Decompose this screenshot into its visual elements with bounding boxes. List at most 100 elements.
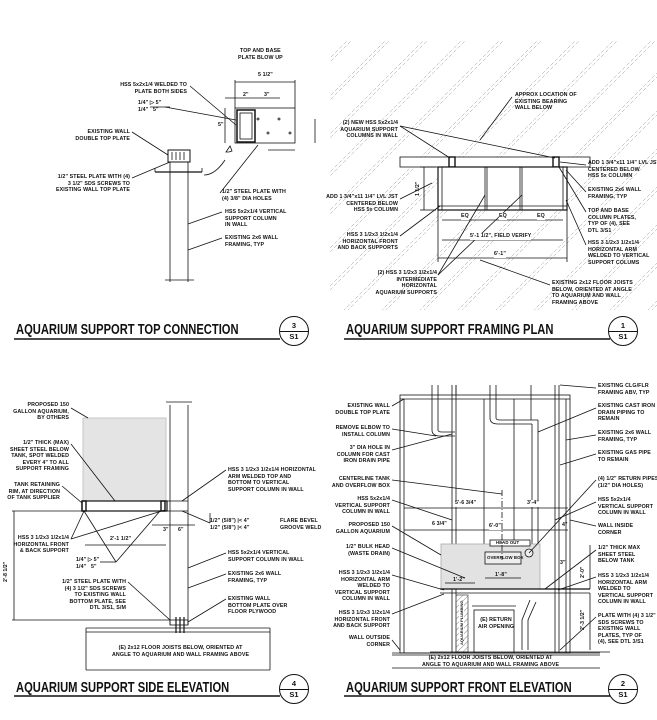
title-side-elevation: AQUARIUM SUPPORT SIDE ELEVATION [16,679,230,696]
blowup-title: TOP AND BASE PLATE BLOW UP [238,48,283,61]
dim-stand-height: 2'-3 1/2" [580,609,586,630]
detail-number: 2 [620,679,626,688]
label-clg-framing: EXISTING CLG/FLR FRAMING ABV, TYP [598,383,650,396]
joist-line [30,20,330,320]
label-remove-elbow: REMOVE ELBOW TO INSTALL COLUMN [335,425,390,438]
head-out: HEAD OUT [496,540,520,545]
joist-line [495,148,657,310]
dim-height: 2'-8 1/2" [3,561,9,582]
joist-line [330,40,349,59]
label-floor-joists: (E) 2x12 FLOOR JOISTS BELOW, ORIENTED AT… [112,645,250,658]
label-bearing-wall: APPROX LOCATION OF EXISTING BEARING WALL… [515,92,577,112]
sheet-number: S1 [618,690,628,699]
label-existing-top-plate: EXISTING WALL DOUBLE TOP PLATE [75,129,130,142]
label-arm-left: HSS 3 1/2x3 1/2x1/4 HORIZONTAL ARM WELDE… [334,570,390,603]
label-hss-vertical: HSS 5x2x1/4 VERTICAL SUPPORT COLUMN IN W… [228,550,304,563]
title-framing-plan: AQUARIUM SUPPORT FRAMING PLAN [346,321,554,338]
joist-line [330,40,539,249]
joist-line [330,40,543,253]
label-intermediate: (2) HSS 3 1/2x3 1/2x1/4 INTERMEDIATE HOR… [375,270,437,296]
label-floor-joists: (E) 2x12 FLOOR JOISTS BELOW, ORIENTED AT… [422,655,560,668]
label-horizontal-arm: HSS 3 1/2x3 1/2x1/4 HORIZONTAL ARM WELDE… [228,467,316,493]
label-front-back: HSS 3 1/2x3 1/2x1/4 HORIZONTAL FRONT AND… [333,610,390,630]
dim-tank-height: 2'-0" [580,566,586,578]
return-air-opening: (E) RETURN AIR OPENING [478,617,515,630]
label-top-plate: EXISTING WALL DOUBLE TOP PLATE [335,403,390,416]
dim-eq-2: EQ [499,213,507,220]
label-arm-right: HSS 3 1/2x3 1/2x1/4 HORIZONTAL ARM WELDE… [598,573,654,606]
label-cast-iron: EXISTING CAST IRON DRAIN PIPING TO REMAI… [598,403,656,423]
sheet-number: S1 [289,690,299,699]
label-existing-framing: EXISTING 2x6 WALL FRAMING, TYP [225,235,279,248]
dim-6-3-4: 6 3/4" [432,521,447,527]
bevel-weld-dims: 1/2" (5/8") |< 4" 1/2" (5/8") |< 4" [210,518,250,531]
label-inside-corner: WALL INSIDE CORNER [598,523,634,536]
joist-line [499,152,657,310]
weld-symbol: 1/4" ▷ 5" 1/4" 5" [138,100,162,113]
dim-6: 6" [178,527,184,533]
dim-width: 6'-0" [489,523,501,530]
label-hss-welded: HSS 5x2x1/4 WELDED TO PLATE BOTH SIDES [120,82,187,95]
label-lvl-right: ADD 1 3/4"x11 1/4" LVL JST CENTERED BELO… [588,160,657,180]
weld-symbol: 1/4" ▷ 5" 1/4" 5" [76,557,100,570]
dim-left: 5'-6 3/4" [455,500,477,507]
joist-line [330,40,353,63]
label-floor-joists: EXISTING 2x12 FLOOR JOISTS BELOW, ORIENT… [552,280,633,306]
label-steel-plate-screws: 1/2" STEEL PLATE WITH (4) 3 1/2" SDS SCR… [55,174,130,194]
joist-line [330,40,501,211]
dim-bulk: 1'-2" [453,577,465,583]
title-front-elevation: AQUARIUM SUPPORT FRONT ELEVATION [346,679,572,696]
dim-inner: 5'-1 1/2", FIELD VERIFY [470,233,532,240]
dim-overflow: 1'-8" [495,572,507,578]
dim-depth: 1 1/2" [415,181,421,196]
label-sheet-steel: 1/2" THICK MAX SHEET STEEL BELOW TANK [598,545,641,565]
label-existing-framing: EXISTING 2x6 WALL FRAMING, TYP [598,430,652,443]
label-existing-framing: EXISTING 2x6 WALL FRAMING, TYP [588,187,642,200]
label-horizontal-arm: HSS 3 1/2x3 1/2x1/4 HORIZONTAL ARM WELDE… [588,240,650,266]
joist-line [34,20,334,320]
aquarium-plumbing: AQUARIUM PLUMBING [459,600,464,645]
dim-3: 3" [264,92,270,98]
joist-line [330,40,505,215]
side-elevation-linework [12,401,280,697]
label-bottom-plate: EXISTING WALL BOTTOM PLATE OVER FLOOR PL… [228,596,288,616]
detail-number: 3 [291,321,297,330]
label-aquarium: PROPOSED 150 GALLON AQUARIUM [335,522,390,535]
dim-depth: 2'-1 1/2" [110,536,132,543]
label-hss-vertical-left: HSS 5x2x1/4 VERTICAL SUPPORT COLUMN IN W… [334,496,390,516]
label-lvl-left: ADD 1 3/4"x11 1/4" LVL JST CENTERED BELO… [326,194,398,214]
dim-2: 2" [243,92,249,98]
label-outside-corner: WALL OUTSIDE CORNER [348,635,390,648]
joist-line [330,40,467,177]
label-hss-vertical: HSS 5x2x1/4 VERTICAL SUPPORT COLUMN IN W… [225,209,287,229]
label-front-back: HSS 3 1/2x3 1/2x1/4 HORIZONTAL FRONT & B… [13,535,69,555]
label-plate-screws: PLATE WITH (4) 3 1/2" SDS SCREWS TO EXIS… [598,613,656,646]
label-bevel-weld: FLARE BEVEL GROOVE WELD [280,518,322,531]
framing-plan-linework [344,96,610,340]
dim-plate-width: 5 1/2" [258,72,273,78]
label-front-back: HSS 3 1/2x3 1/2x1/4 HORIZONTAL FRONT AND… [337,232,398,252]
dim-right: 3'-4" [527,500,539,507]
sheet-number: S1 [618,332,628,341]
overflow-box: OVERFLOW BOX [487,555,524,560]
detail-number: 4 [291,679,297,688]
top-connection-linework [14,80,316,340]
joist-line [457,110,657,310]
label-steel-plate: 1/2" STEEL PLATE WITH (4) 3 1/2" SDS SCR… [62,579,126,612]
label-steel-plate-holes: 1/2" STEEL PLATE WITH (4) 3/8" DIA HOLES [222,189,286,202]
joist-line [330,40,463,173]
joist-line [461,114,657,310]
label-column-plates: TOP AND BASE COLUMN PLATES, TYP OF (4), … [588,208,637,234]
dim-5: 5" [218,122,224,128]
label-existing-framing: EXISTING 2x6 WALL FRAMING, TYP [228,571,282,584]
detail-number: 1 [620,321,626,330]
dim-eq-1: EQ [461,213,469,220]
dim-outer: 6'-1" [494,251,506,258]
label-bulk-head: 1/2" BULK HEAD (WASTE DRAIN) [346,544,390,557]
